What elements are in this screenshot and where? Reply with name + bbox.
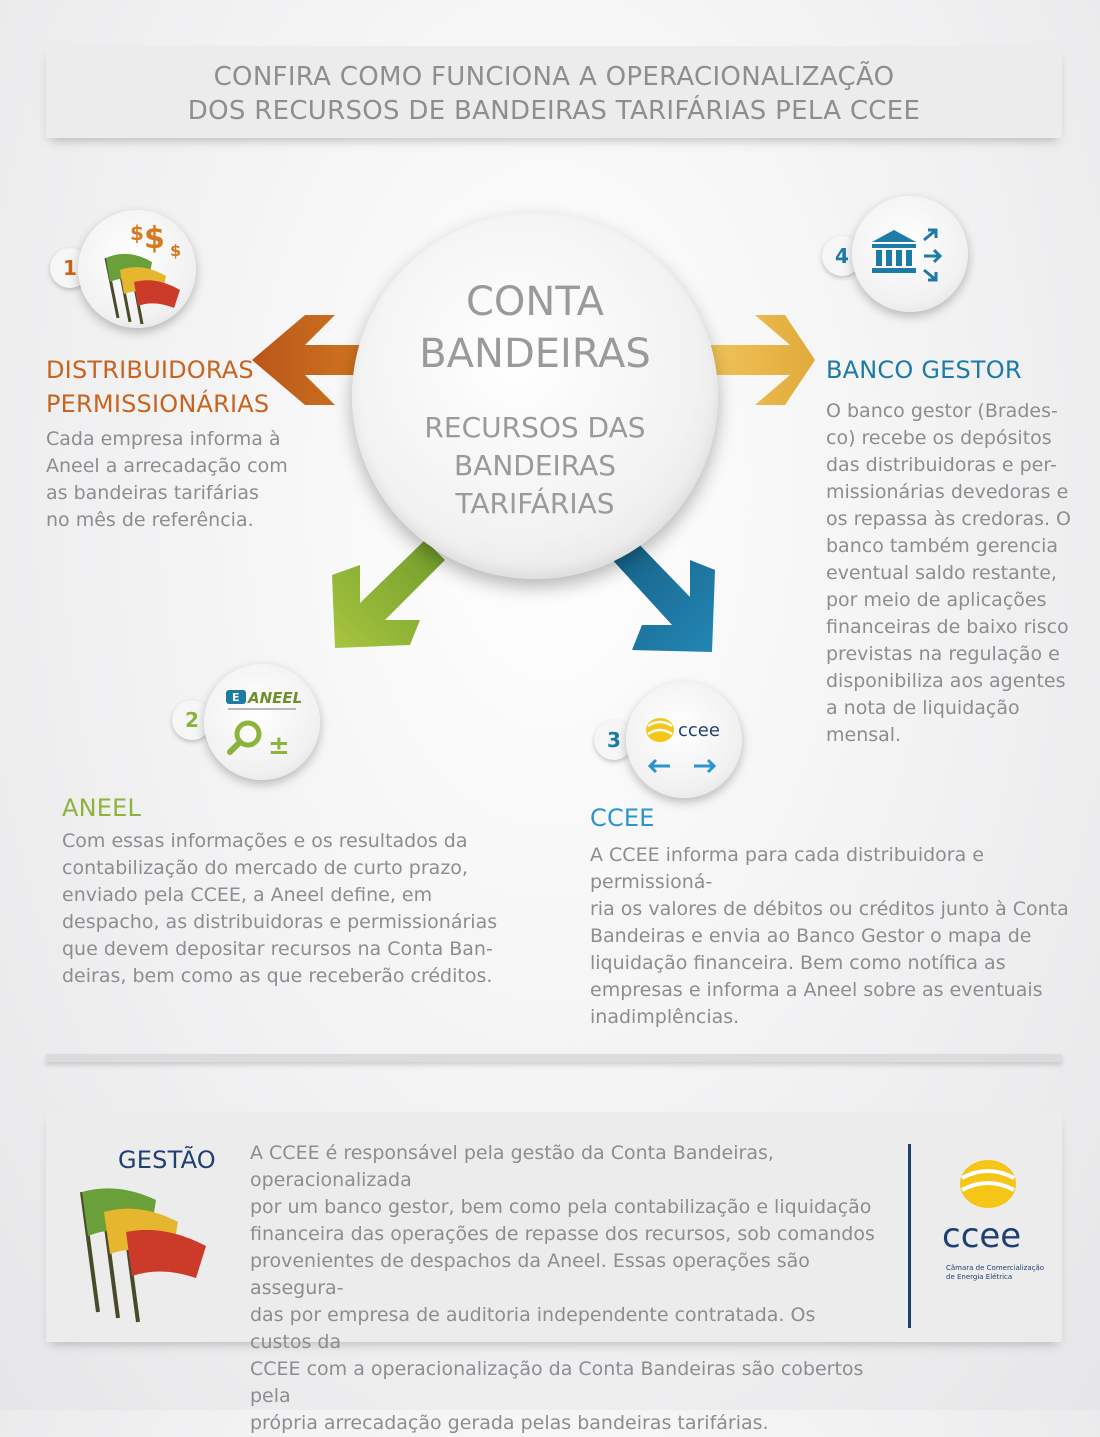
aneel-text-line: contabilização do mercado de curto prazo… [62,857,468,879]
aneel-text-line: enviado pela CCEE, a Aneel define, em [62,884,433,906]
arrow-right-yellow [710,315,815,405]
svg-text:±: ± [268,731,290,761]
distribuidoras-text-line: Aneel a arrecadação com [46,455,288,477]
svg-text:$: $ [170,241,181,260]
arrow-down-right-blue [608,535,715,652]
svg-text:$: $ [144,221,165,256]
center-title-line-1: CONTA [465,279,605,325]
gestao-text-line: A CCEE é responsável pela gestão da Cont… [250,1142,774,1191]
ccee-text-line: ria os valores de débitos ou créditos ju… [590,898,1069,920]
banco-text-line: banco também gerencia [826,535,1058,557]
gestao-panel: GESTÃO A CCEE é responsável pela gestão … [46,1112,1062,1434]
banco-text-line: missionárias devedoras e [826,481,1069,503]
center-title-line-2: BANDEIRAS [419,331,651,377]
header-banner: CONFIRA COMO FUNCIONA A OPERACIONALIZAÇÃ… [46,46,1062,138]
ccee-text-line: empresas e informa a Aneel sobre as even… [590,979,1043,1001]
gestao-vertical-rule [908,1144,911,1328]
aneel-text-line: que devem depositar recursos na Conta Ba… [62,938,493,960]
banco-gestor-description: O banco gestor (Brades- co) recebe os de… [826,398,1076,749]
banco-text-line: financeiras de baixo risco [826,616,1069,638]
center-subtitle-line-1: RECURSOS DAS [424,411,646,444]
distribuidoras-text-line: no mês de referência. [46,509,254,531]
money-flags-icon: $ $ $ [104,221,181,325]
flow-arrows [252,315,815,652]
distribuidoras-text-line: as bandeiras tarifárias [46,482,259,504]
banco-text-line: O banco gestor (Brades- [826,400,1058,422]
banco-text-line: das distribuidoras e per- [826,454,1057,476]
ccee-icon-circle: ccee [626,682,742,798]
banco-gestor-title: BANCO GESTOR [826,356,1022,384]
ccee-logo-text: ccee [678,720,720,741]
ccee-description: A CCEE informa para cada distribuidora e… [590,842,1070,1031]
aneel-text-line: deiras, bem como as que receberão crédit… [62,965,493,987]
gestao-text-line: das por empresa de auditoria independent… [250,1304,816,1353]
banco-text-line: eventual saldo restante, [826,562,1057,584]
distribuidoras-title-line-1: DISTRIBUIDORAS [46,356,254,384]
flags-icon [80,1188,206,1323]
ccee-text-line: inadimplências. [590,1006,740,1028]
gestao-description: A CCEE é responsável pela gestão da Cont… [250,1140,880,1437]
banco-text-line: a nota de liquidação [826,697,1020,719]
aneel-text-line: Com essas informações e os resultados da [62,830,468,852]
ccee-sun-icon [960,1160,1016,1208]
gestao-text-line: CCEE com a operacionalização da Conta Ba… [250,1358,864,1407]
ccee-text-line: liquidação financeira. Bem como notífica… [590,952,1006,974]
aneel-description: Com essas informações e os resultados da… [62,828,502,990]
center-subtitle-line-3: TARIFÁRIAS [455,487,615,520]
banco-text-line: os repassa às credoras. O [826,508,1072,530]
ccee-title: CCEE [590,804,655,832]
svg-text:E: E [232,691,240,704]
svg-text:$: $ [130,221,144,245]
distribuidoras-text-line: Cada empresa informa à [46,428,281,450]
banco-text-line: mensal. [826,724,902,746]
distribuidoras-description: Cada empresa informa à Aneel a arrecadaç… [46,426,306,534]
header-line-1: CONFIRA COMO FUNCIONA A OPERACIONALIZAÇÃ… [213,62,895,92]
banco-text-line: por meio de aplicações [826,589,1047,611]
arrow-down-left-green [332,540,445,648]
banco-text-line: co) recebe os depósitos [826,427,1052,449]
aneel-logo-text: ANEEL [247,689,302,707]
aneel-text-line: despacho, as distribuidoras e permission… [62,911,498,933]
aneel-search-icon: E ANEEL ± [226,689,302,761]
conta-bandeiras-circle: CONTA BANDEIRAS RECURSOS DAS BANDEIRAS T… [352,213,718,579]
gestao-title: GESTÃO [118,1146,216,1174]
header-line-2: DOS RECURSOS DE BANDEIRAS TARIFÁRIAS PEL… [187,96,921,126]
ccee-logo: ccee Câmara de Comercialização de Energi… [938,1152,1044,1302]
banco-icon-circle [852,196,968,312]
gestao-text-line: financeira das operações de repasse dos … [250,1223,875,1245]
arrow-left-orange [252,315,360,405]
distribuidoras-icon-circle: $ $ $ [78,210,196,328]
ccee-logo-subtitle-2: de Energia Elétrica [946,1273,1013,1281]
aneel-icon-circle: E ANEEL ± [204,664,320,780]
aneel-title: ANEEL [62,794,142,822]
ccee-text-line: A CCEE informa para cada distribuidora e… [590,844,984,893]
gestao-text-line: por um banco gestor, bem como pela conta… [250,1196,872,1218]
banco-text-line: disponibiliza aos agentes [826,670,1066,692]
ccee-logo-subtitle-1: Câmara de Comercialização [946,1264,1045,1272]
section-divider [46,1054,1062,1062]
center-subtitle-line-2: BANDEIRAS [453,449,617,482]
ccee-text-line: Bandeiras e envia ao Banco Gestor o mapa… [590,925,1032,947]
banco-text-line: previstas na regulação e [826,643,1060,665]
gestao-text-line: provenientes de despachos da Aneel. Essa… [250,1250,810,1299]
ccee-logo-wordmark: ccee [942,1216,1022,1256]
ccee-transfer-icon: ccee [646,718,720,774]
gestao-text-line: própria arrecadação gerada pelas bandeir… [250,1412,769,1434]
distribuidoras-title-line-2: PERMISSIONÁRIAS [46,390,270,418]
bank-transfer-icon [872,228,943,282]
